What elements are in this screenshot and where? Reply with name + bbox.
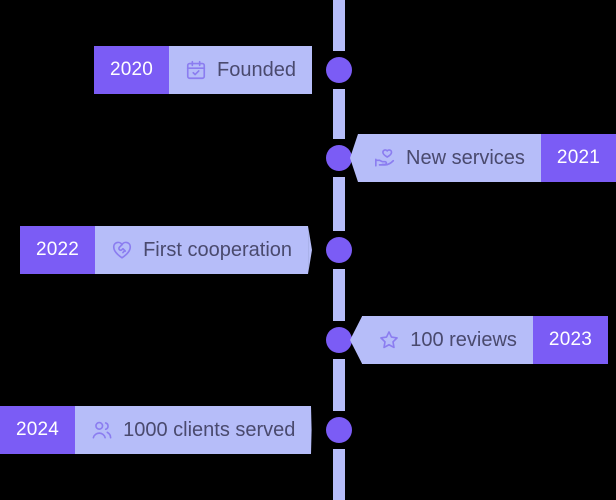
event-year-chip: 2022 — [20, 226, 96, 274]
event-label-text: First cooperation — [143, 238, 293, 261]
timeline-spine-segment-5 — [333, 449, 345, 500]
timeline-node-2024[interactable] — [326, 417, 352, 443]
hand-heart-icon — [374, 147, 396, 169]
timeline-node-2023[interactable] — [326, 327, 352, 353]
timeline-event-2020[interactable]: 2020 Founded — [93, 46, 312, 94]
timeline-event-2023[interactable]: 100 reviews 2023 — [350, 316, 608, 364]
event-year-chip: 2021 — [540, 134, 616, 182]
users-icon — [91, 419, 113, 441]
event-year-chip: 2023 — [532, 316, 608, 364]
event-year-chip: 2020 — [93, 46, 170, 94]
timeline-spine-segment-0 — [333, 0, 345, 51]
event-pointer-tip — [350, 134, 358, 182]
event-pointer-tip — [311, 406, 312, 454]
timeline-spine-segment-3 — [333, 269, 345, 321]
timeline-node-2021[interactable] — [326, 145, 352, 171]
timeline-spine-segment-4 — [333, 359, 345, 411]
timeline-event-2024[interactable]: 2024 1000 clients served — [0, 406, 312, 454]
event-label-body: First cooperation — [95, 226, 309, 274]
heart-handshake-icon — [111, 239, 133, 261]
event-label-body: 1000 clients served — [75, 406, 312, 454]
calendar-check-icon — [185, 59, 207, 81]
star-icon — [378, 329, 400, 351]
timeline-event-2022[interactable]: 2022 First cooperation — [20, 226, 312, 274]
event-label-body: New services — [358, 134, 541, 182]
timeline-node-2022[interactable] — [326, 237, 352, 263]
event-label-text: Founded — [217, 58, 296, 81]
event-pointer-tip — [308, 226, 312, 274]
timeline-event-2021[interactable]: New services 2021 — [350, 134, 616, 182]
event-label-text: 100 reviews — [410, 328, 517, 351]
event-label-text: New services — [406, 146, 525, 169]
event-label-body: 100 reviews — [362, 316, 533, 364]
event-pointer-tip — [350, 316, 363, 364]
timeline-node-2020[interactable] — [326, 57, 352, 83]
event-year-chip: 2024 — [0, 406, 76, 454]
event-label-body: Founded — [169, 46, 312, 94]
timeline-spine-segment-1 — [333, 89, 345, 139]
timeline-spine-segment-2 — [333, 177, 345, 231]
event-label-text: 1000 clients served — [123, 418, 296, 441]
